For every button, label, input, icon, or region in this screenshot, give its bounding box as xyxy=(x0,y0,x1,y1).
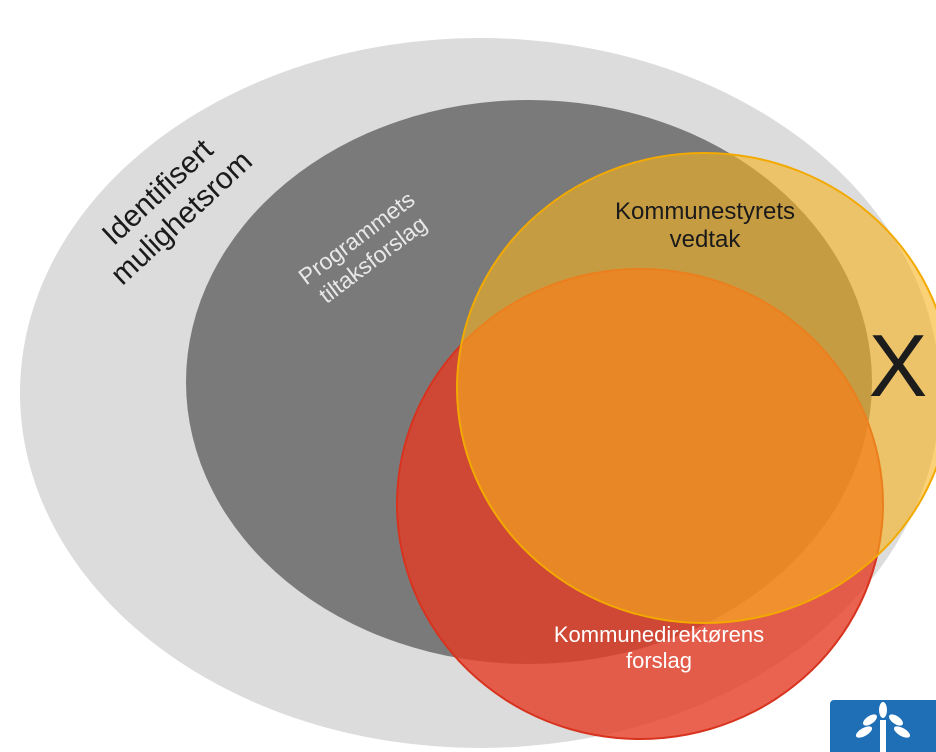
label-council-decision: Kommunestyrets vedtak xyxy=(614,198,796,254)
x-marker: X xyxy=(868,316,928,415)
set-council-decision xyxy=(456,152,936,624)
label-director-proposal: Kommunedirektørens forslag xyxy=(553,622,765,673)
municipal-crest-icon xyxy=(830,700,936,752)
